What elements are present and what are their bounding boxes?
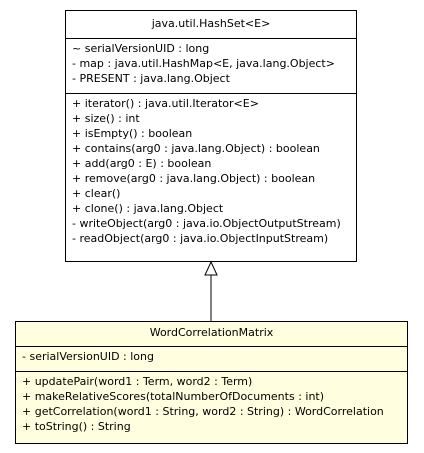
- field-item: - serialVersionUID : long: [22, 350, 154, 363]
- method-item: + clear(): [72, 187, 121, 200]
- method-item: - writeObject(arg0 : java.io.ObjectOutpu…: [72, 217, 341, 230]
- class-name: WordCorrelationMatrix: [16, 322, 407, 347]
- class-box-hashset[interactable]: java.util.HashSet<E> ~ serialVersionUID …: [65, 10, 357, 262]
- method-item: + iterator() : java.util.Iterator<E>: [72, 97, 259, 110]
- methods-compartment: + iterator() : java.util.Iterator<E> + s…: [66, 94, 356, 248]
- method-item: + size() : int: [72, 112, 140, 125]
- method-item: + getCorrelation(word1 : String, word2 :…: [22, 405, 384, 418]
- fields-compartment: ~ serialVersionUID : long - map : java.u…: [66, 39, 356, 94]
- method-item: + remove(arg0 : java.lang.Object) : bool…: [72, 172, 316, 185]
- method-item: + add(arg0 : E) : boolean: [72, 157, 212, 170]
- method-item: + updatePair(word1 : Term, word2 : Term): [22, 375, 253, 388]
- methods-compartment: + updatePair(word1 : Term, word2 : Term)…: [16, 372, 407, 436]
- method-item: + isEmpty() : boolean: [72, 127, 193, 140]
- method-item: + toString() : String: [22, 420, 131, 433]
- hollow-triangle-icon: [204, 260, 218, 276]
- method-item: + makeRelativeScores(totalNumberOfDocume…: [22, 390, 325, 403]
- class-box-word-correlation-matrix[interactable]: WordCorrelationMatrix - serialVersionUID…: [15, 321, 408, 444]
- field-item: - map : java.util.HashMap<E, java.lang.O…: [72, 57, 335, 70]
- method-item: - readObject(arg0 : java.io.ObjectInputS…: [72, 232, 329, 245]
- fields-compartment: - serialVersionUID : long: [16, 347, 407, 372]
- method-item: + contains(arg0 : java.lang.Object) : bo…: [72, 142, 320, 155]
- field-item: - PRESENT : java.lang.Object: [72, 72, 230, 85]
- field-item: ~ serialVersionUID : long: [72, 42, 210, 55]
- method-item: + clone() : java.lang.Object: [72, 202, 224, 215]
- class-name: java.util.HashSet<E>: [66, 11, 356, 39]
